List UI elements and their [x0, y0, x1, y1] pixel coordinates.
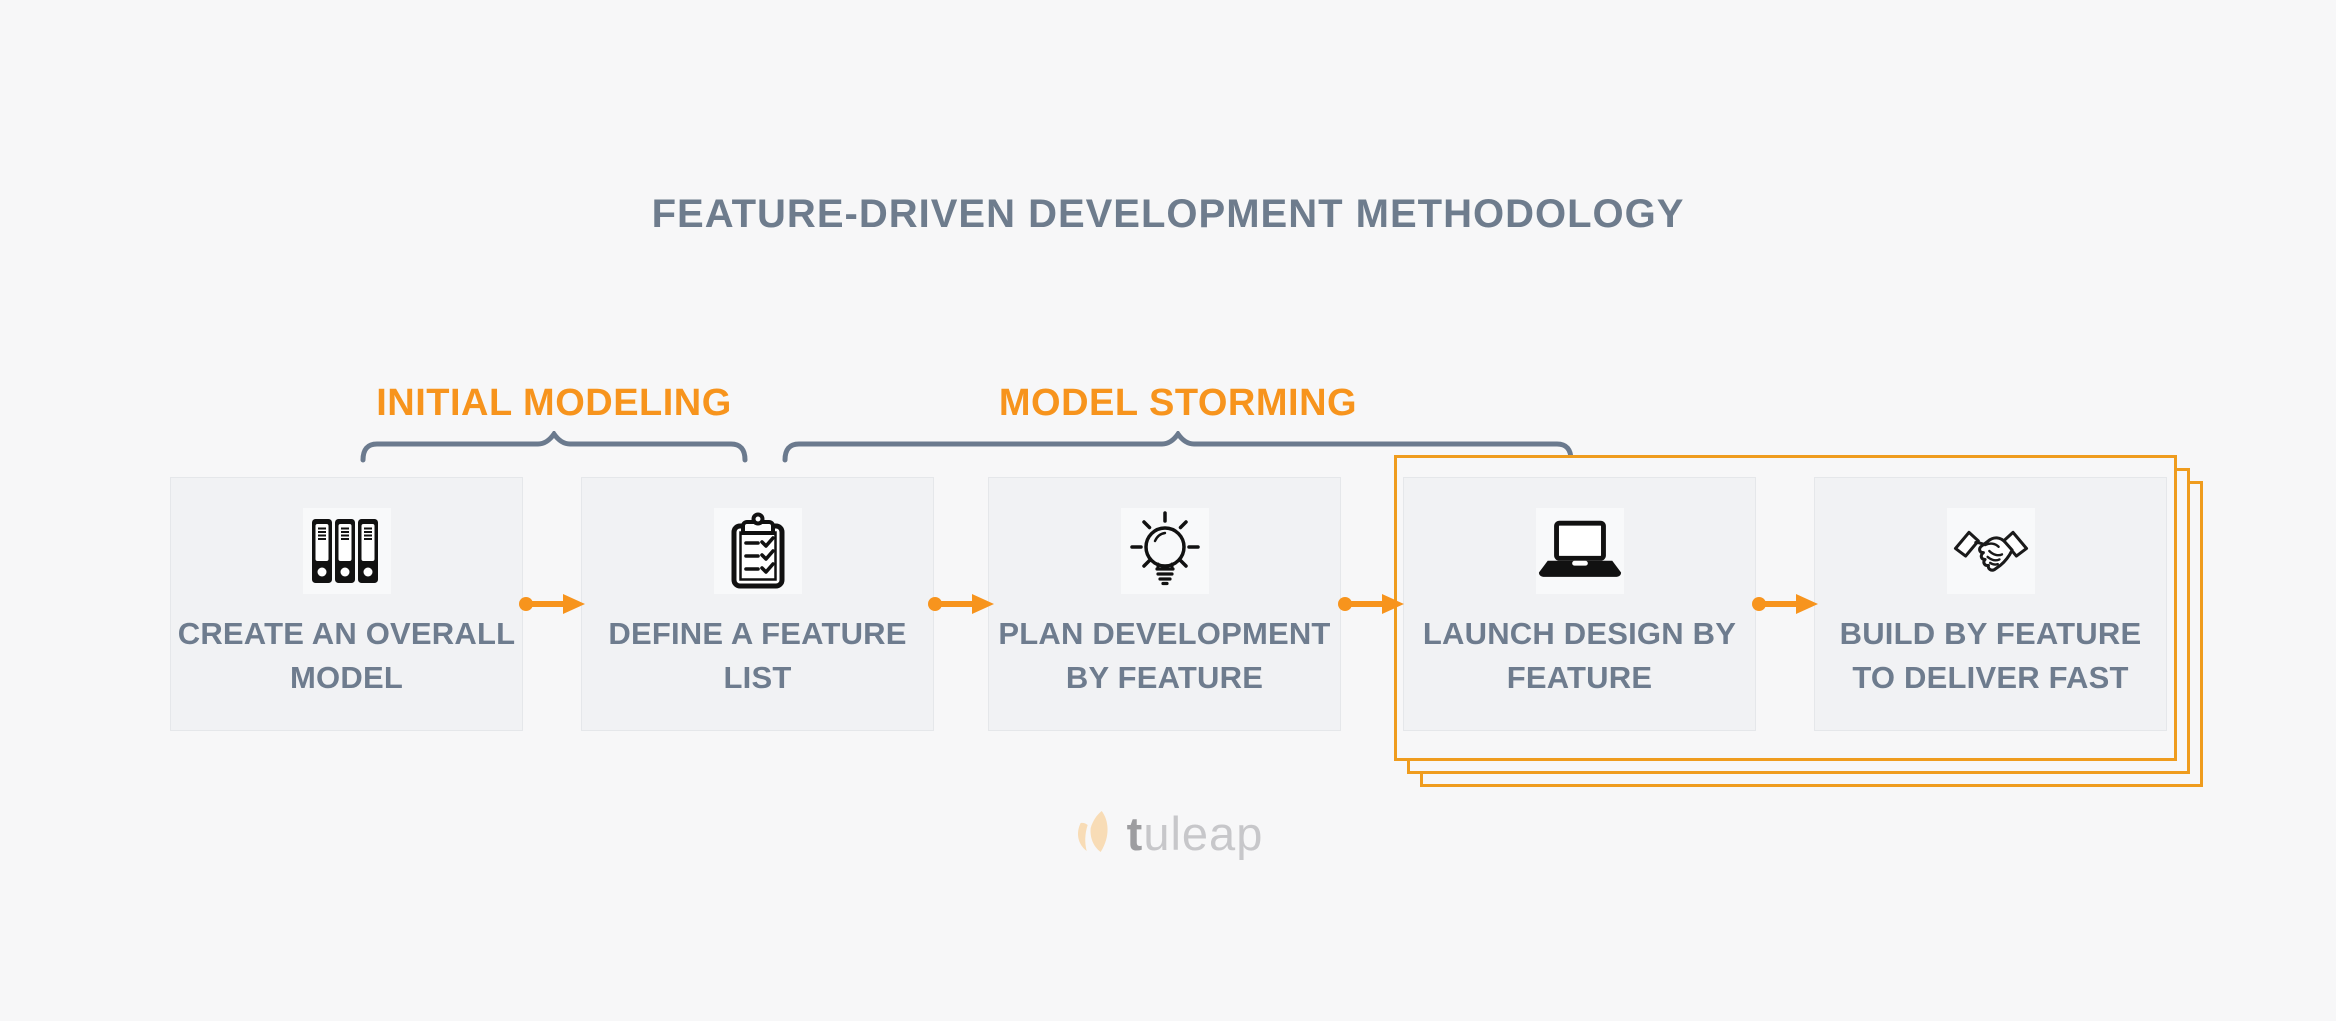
binders-icon: [311, 519, 378, 583]
step-box-launch-design: LAUNCH DESIGN BY FEATURE: [1403, 477, 1756, 731]
arrow-right-icon: [519, 594, 585, 614]
tuleap-flower-icon: [1077, 810, 1108, 852]
arrow-right-icon: [1752, 594, 1818, 614]
icon-square: [302, 508, 391, 594]
laptop-icon: [1538, 520, 1621, 577]
wordmark-first-letter: t: [1126, 807, 1144, 860]
arrow-right-icon: [1338, 594, 1404, 614]
phase-label-model-storming: MODEL STORMING: [998, 382, 1358, 424]
step-box-build-by-feature: BUILD BY FEATURE TO DELIVER FAST: [1814, 477, 2167, 731]
step-label: CREATE AN OVERALL MODEL: [177, 616, 516, 696]
handshake-icon: [1953, 530, 2028, 572]
page-title: FEATURE-DRIVEN DEVELOPMENT METHODOLOGY: [651, 192, 1685, 236]
step-box-plan-development: PLAN DEVELOPMENT BY FEATURE: [988, 477, 1341, 731]
step-label: PLAN DEVELOPMENT BY FEATURE: [998, 616, 1331, 696]
step-label: LAUNCH DESIGN BY FEATURE: [1422, 616, 1737, 696]
step-box-create-overall-model: CREATE AN OVERALL MODEL: [170, 477, 523, 731]
icon-square: [1535, 508, 1624, 594]
brace-initial-modeling: [360, 431, 748, 463]
step-box-define-feature-list: DEFINE A FEATURE LIST: [581, 477, 934, 731]
step-label: DEFINE A FEATURE LIST: [608, 616, 907, 696]
phase-label-initial-modeling: INITIAL MODELING: [376, 382, 732, 424]
tuleap-logo: tuleap: [1073, 806, 1264, 861]
icon-square: [713, 508, 802, 594]
arrow-right-icon: [928, 594, 994, 614]
clipboard-checklist-icon: [731, 512, 784, 589]
wordmark-rest: uleap: [1143, 807, 1264, 860]
icon-square: [1946, 508, 2035, 594]
brace-model-storming: [782, 431, 1574, 463]
lightbulb-icon: [1129, 511, 1200, 586]
icon-square: [1120, 508, 1209, 594]
tuleap-wordmark: tuleap: [1127, 806, 1264, 861]
step-label: BUILD BY FEATURE TO DELIVER FAST: [1839, 616, 2142, 696]
